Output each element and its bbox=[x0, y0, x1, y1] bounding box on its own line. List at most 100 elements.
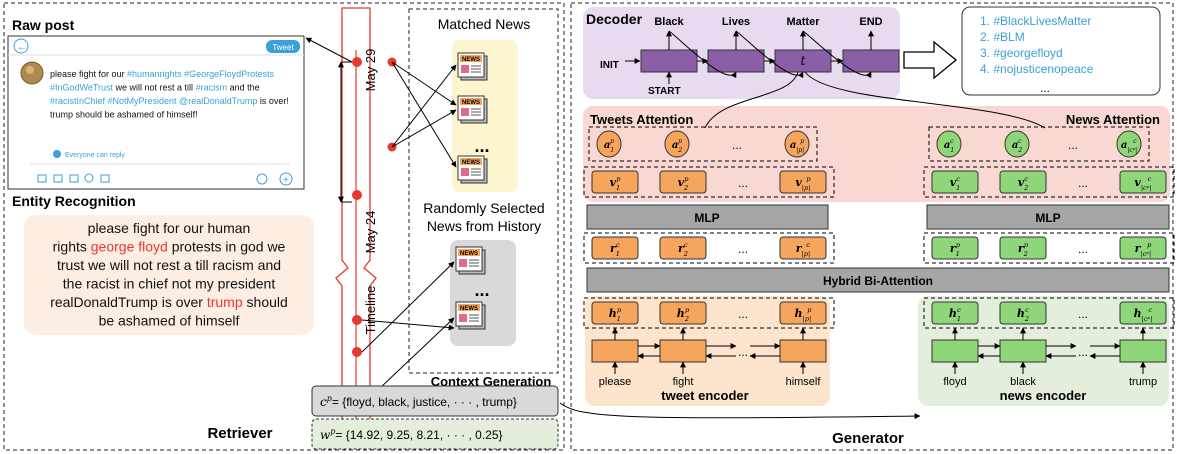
decoder-output-word: Lives bbox=[722, 16, 750, 28]
vector-label: r|p|c bbox=[796, 241, 810, 258]
tweet-encoder-bg bbox=[585, 296, 830, 406]
tweet-attention-weight bbox=[784, 130, 810, 158]
timeline-dot-1 bbox=[352, 57, 362, 67]
text-segment: trust we will not rest a till racism and bbox=[57, 257, 281, 273]
decoder-timestep: t bbox=[800, 54, 806, 69]
back-arrow-icon[interactable] bbox=[13, 38, 29, 54]
news-vector bbox=[1119, 301, 1167, 325]
w-formula-box bbox=[311, 418, 559, 450]
poll-icon[interactable] bbox=[69, 174, 79, 183]
vector-label: r1p bbox=[950, 241, 961, 258]
text-segment: please fight for our bbox=[50, 69, 127, 79]
text-segment: rights bbox=[53, 239, 91, 255]
retriever-label: Retriever bbox=[207, 425, 272, 442]
image-icon[interactable] bbox=[37, 174, 47, 183]
ellipsis: ... bbox=[738, 242, 748, 256]
tweet-vector bbox=[591, 236, 639, 260]
mlp-label-news: MLP bbox=[1035, 211, 1060, 225]
vector-label: h|cᵖ|c bbox=[1134, 306, 1153, 323]
text-segment: should bbox=[243, 294, 288, 310]
w-formula: wp= {14.92, 9.25, 8.21, · · · , 0.25} bbox=[320, 427, 503, 442]
news-attention-weight bbox=[1004, 130, 1030, 158]
vector-label: a2c bbox=[1012, 138, 1022, 154]
entity-recognition-heading: Entity Recognition bbox=[12, 193, 136, 209]
mlp-bar-news bbox=[926, 204, 1170, 230]
char-count-icon bbox=[256, 173, 268, 185]
text-line: be ashamed of himself bbox=[99, 313, 240, 329]
text-segment: george floyd bbox=[91, 239, 168, 255]
tweet-encoder-label: tweet encoder bbox=[661, 388, 748, 403]
news-icon: NEWS bbox=[457, 155, 488, 184]
decoder-cell bbox=[842, 49, 900, 73]
date-may-24: May 24 bbox=[363, 211, 378, 254]
tweet-toolbar: + bbox=[37, 172, 293, 186]
vector-label: r2p bbox=[1018, 241, 1029, 258]
tweet-vector bbox=[659, 236, 707, 260]
text-segment: #racistInChief #NotMyPresident @realDona… bbox=[50, 96, 257, 106]
entity-text: please fight for our humanrights george … bbox=[50, 220, 288, 329]
svg-text:←: ← bbox=[17, 42, 27, 53]
text-segment: the racist in chief not my president bbox=[63, 276, 276, 292]
context-generation-box bbox=[408, 8, 559, 374]
vector-label: v1p bbox=[610, 175, 622, 192]
vector-label: a2p bbox=[672, 138, 682, 154]
generator-label: Generator bbox=[832, 430, 904, 447]
text-segment: #InGodWeTrust bbox=[50, 83, 114, 93]
tweet-button[interactable] bbox=[266, 40, 300, 53]
decoder-init: INIT bbox=[600, 60, 619, 71]
tweet-vector bbox=[591, 301, 639, 325]
vector-label: v|p|p bbox=[795, 175, 811, 192]
text-segment: is over! bbox=[257, 96, 289, 106]
news-icon: NEWS bbox=[455, 301, 486, 330]
tweet-attention-weight bbox=[596, 130, 622, 158]
vector-label: v1c bbox=[950, 175, 961, 192]
tweet-input-word: himself bbox=[786, 376, 822, 388]
news-icon-text: NEWS bbox=[460, 306, 478, 312]
news-vector bbox=[1119, 170, 1167, 194]
post-to-timeline-arrow bbox=[305, 37, 353, 63]
timeline-dot-4 bbox=[352, 347, 362, 357]
tweet-attention-curve bbox=[704, 71, 799, 129]
add-tweet-icon[interactable] bbox=[279, 172, 293, 186]
gif-icon[interactable] bbox=[53, 174, 63, 183]
news-icon: NEWS bbox=[457, 52, 488, 81]
reply-setting[interactable]: Everyone can reply bbox=[53, 150, 125, 159]
decoder-title: Decoder bbox=[586, 11, 643, 27]
tweet-input-word: fight bbox=[673, 376, 694, 388]
mlp-label-tweet: MLP bbox=[694, 211, 719, 225]
news-input-word: trump bbox=[1129, 376, 1157, 388]
text-line: please fight for our #humanrights #Georg… bbox=[50, 69, 275, 79]
emoji-icon[interactable] bbox=[84, 173, 94, 183]
news-vector bbox=[999, 236, 1047, 260]
news-attention-weight bbox=[936, 130, 962, 158]
output-arrow bbox=[903, 40, 958, 80]
vector-label: r2c bbox=[678, 241, 688, 258]
ellipsis: ... bbox=[738, 345, 748, 359]
text-segment: be ashamed of himself bbox=[99, 313, 240, 329]
generator-panel bbox=[570, 2, 1174, 451]
ellipsis: ... bbox=[1068, 138, 1078, 152]
news-rnn-cell bbox=[1119, 339, 1167, 363]
text-segment: realDonaldTrump is over bbox=[50, 294, 207, 310]
text-line: rights george floyd protests in god we bbox=[53, 239, 286, 255]
schedule-icon[interactable] bbox=[100, 174, 110, 183]
decoder-start: START bbox=[648, 86, 681, 97]
news-icon: NEWS bbox=[455, 246, 486, 275]
c-formula: cp= {floyd, black, justice, · · · , trum… bbox=[320, 394, 517, 409]
news-vector bbox=[931, 301, 979, 325]
text-line: trust we will not rest a till racism and bbox=[57, 257, 281, 273]
timeline: May 29 May 24 Timeline bbox=[335, 7, 397, 442]
text-segment: trump should be ashamed of himself! bbox=[50, 110, 198, 120]
retriever-panel bbox=[3, 2, 565, 451]
tweet-vector bbox=[779, 236, 827, 260]
decoder-cell bbox=[640, 49, 698, 73]
tweet-attention-weight bbox=[664, 130, 690, 158]
text-segment: trump bbox=[207, 294, 243, 310]
date-may-29: May 29 bbox=[363, 49, 378, 92]
